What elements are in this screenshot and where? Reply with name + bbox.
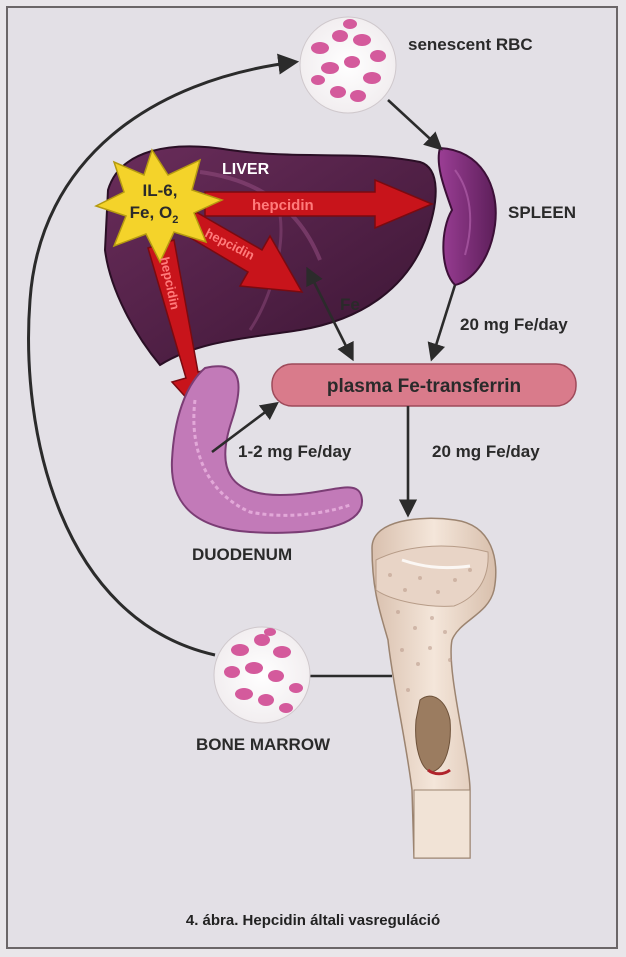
- senescent-rbc-label: senescent RBC: [408, 35, 533, 54]
- hepcidin-to-spleen-label: hepcidin: [252, 197, 314, 214]
- fe-label: Fe: [340, 295, 360, 314]
- spleen-rate-label: 20 mg Fe/day: [460, 315, 568, 334]
- bone-marrow-rbc-cluster: [214, 627, 310, 723]
- duodenum-rate-label: 1-2 mg Fe/day: [238, 442, 352, 461]
- duodenum-label: DUODENUM: [192, 545, 292, 564]
- spleen-to-plasma-arrow: [432, 285, 455, 358]
- liver-label: LIVER: [222, 161, 270, 178]
- bone: [372, 518, 496, 858]
- bone-marrow-label: BONE MARROW: [196, 735, 331, 754]
- rbc-to-spleen-arrow: [388, 100, 440, 148]
- spleen: [439, 148, 496, 285]
- marrow-rate-label: 20 mg Fe/day: [432, 442, 540, 461]
- senescent-rbc-cluster: [300, 17, 396, 113]
- spleen-label: SPLEEN: [508, 203, 576, 222]
- figure-caption: 4. ábra. Hepcidin általi vasreguláció: [186, 912, 440, 929]
- plasma-fe-transferrin-label: plasma Fe-transferrin: [327, 376, 521, 397]
- star-text-line1: IL-6,: [143, 181, 178, 200]
